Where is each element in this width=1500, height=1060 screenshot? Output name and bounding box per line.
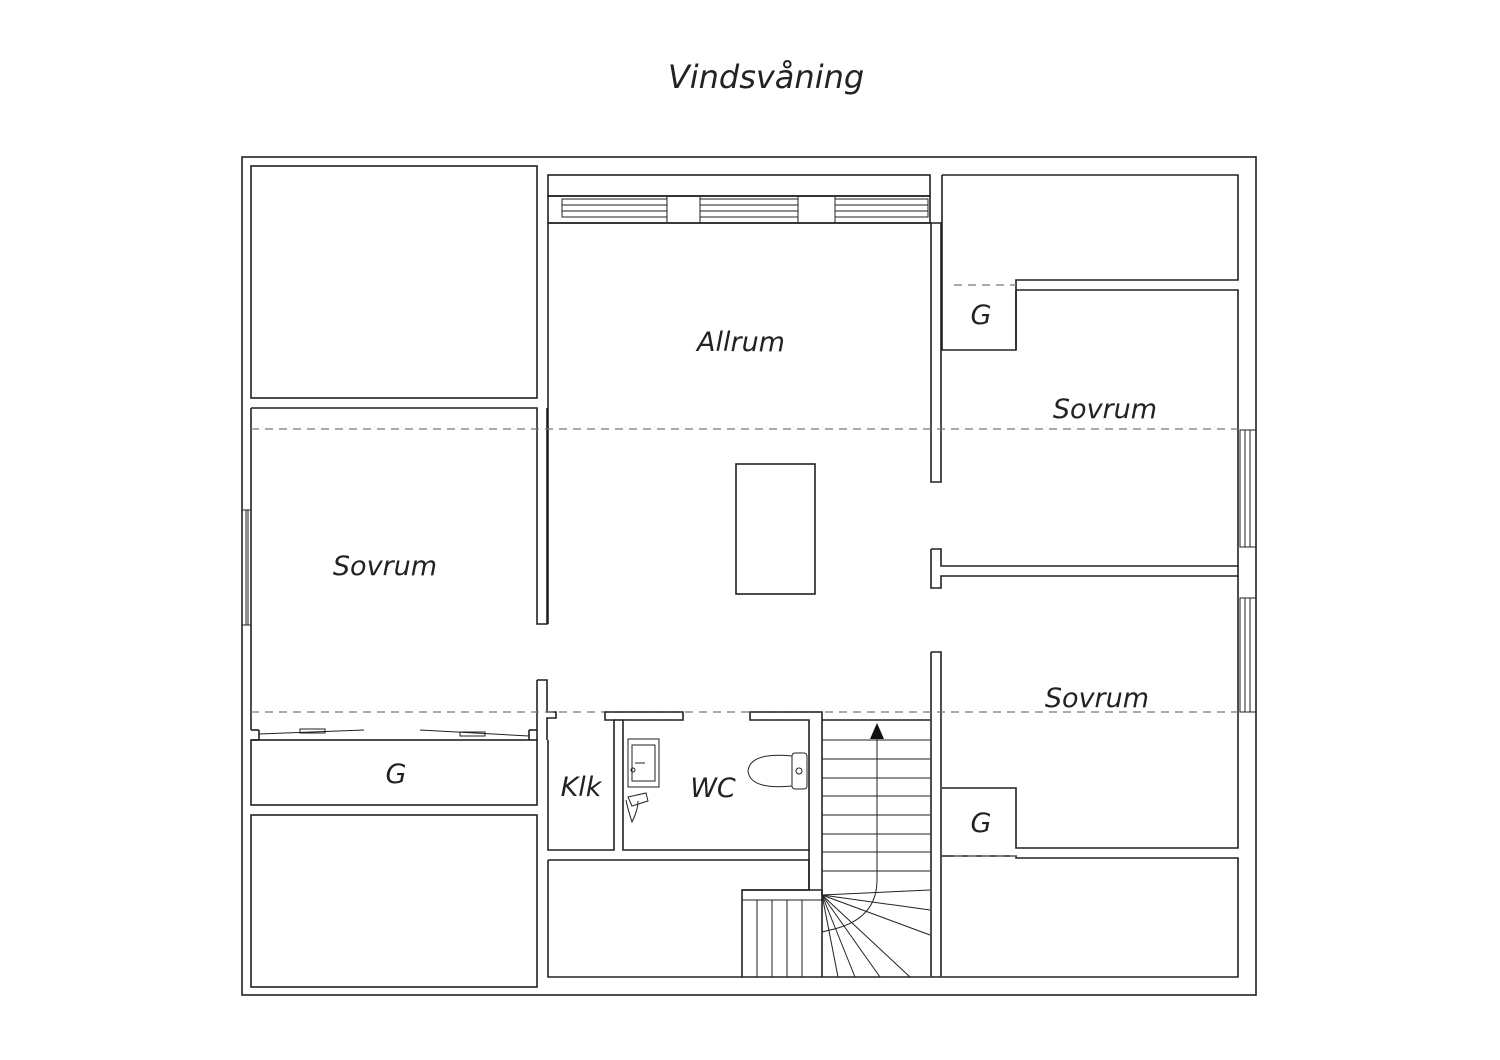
- window-west: [241, 509, 252, 626]
- room-label-sovrum-east-upper: Sovrum: [1053, 394, 1157, 425]
- toilet: [747, 752, 808, 790]
- closet-west: [250, 739, 538, 806]
- eaves-storage-west-top: [250, 165, 538, 399]
- room-label-wc: WC: [690, 773, 736, 804]
- room-label-g-west: G: [386, 759, 407, 790]
- room-label-g-east-lower: G: [971, 808, 992, 839]
- storage-south-center: [547, 859, 810, 978]
- table: [735, 463, 816, 595]
- eaves-storage-west-bottom: [250, 814, 538, 988]
- window-east-upper: [1239, 429, 1257, 548]
- room-label-sovrum-east-lower: Sovrum: [1045, 683, 1149, 714]
- room-label-allrum: Allrum: [695, 327, 785, 358]
- plan-title: Vindsvåning: [668, 58, 864, 96]
- bedroom-west-walls: [250, 407, 557, 741]
- stair-arrow: [870, 723, 884, 739]
- staircase: [742, 719, 931, 978]
- room-label-g-east-upper: G: [971, 300, 992, 331]
- sliding-doors-west: [258, 728, 530, 737]
- room-label-sovrum-west: Sovrum: [333, 551, 437, 582]
- living-room-walls: [547, 222, 1239, 978]
- bathroom-walls: [547, 711, 823, 895]
- sink: [625, 738, 660, 824]
- window-strip-north: [547, 174, 931, 224]
- room-label-klk: Klk: [561, 772, 603, 803]
- window-east-lower: [1239, 597, 1257, 713]
